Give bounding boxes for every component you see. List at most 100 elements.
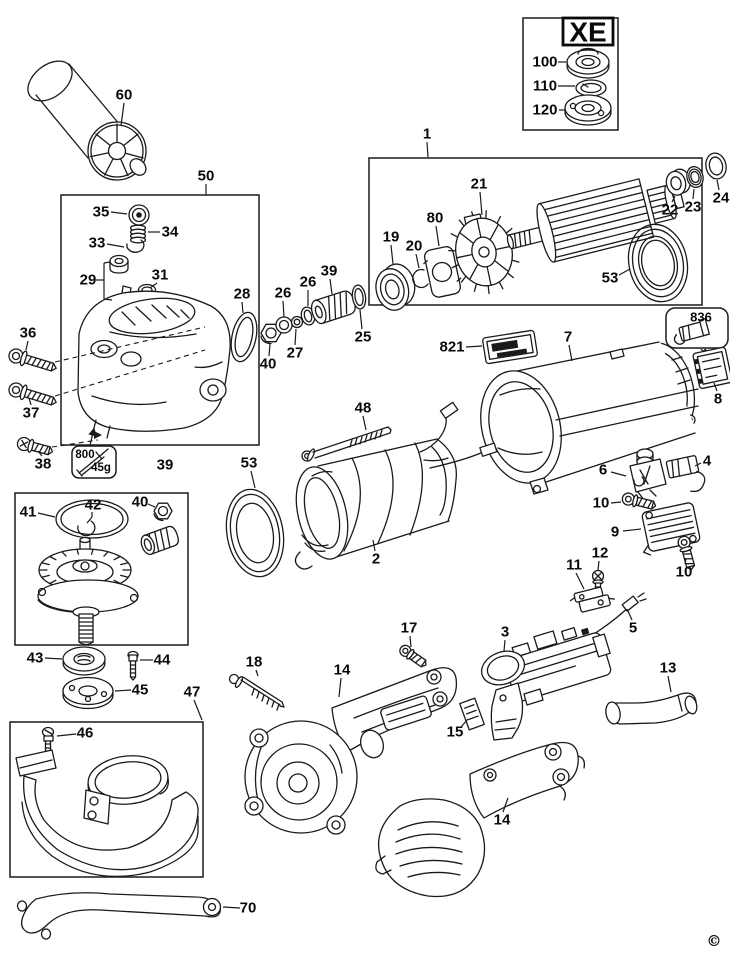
part-33-retaining-ring bbox=[126, 239, 145, 253]
inset-836-code: 836 bbox=[690, 310, 712, 325]
part-label-34: 34 bbox=[162, 224, 179, 241]
part-label-53: 53 bbox=[602, 270, 619, 287]
leader-line-43 bbox=[44, 657, 63, 660]
part-14-housing-lower bbox=[375, 741, 586, 898]
leader-line-25 bbox=[359, 309, 363, 330]
assembly-box-1 bbox=[368, 157, 703, 306]
part-11-cord-clamp bbox=[569, 586, 615, 613]
part-39-pinion bbox=[310, 290, 356, 325]
part-19-bearing bbox=[375, 263, 416, 311]
part-label-50: 50 bbox=[198, 168, 215, 185]
leader-line-17 bbox=[409, 635, 412, 648]
part-100-clamp-nut bbox=[566, 47, 610, 79]
part-25-retaining-ring bbox=[351, 284, 367, 310]
assembly-box-50 bbox=[60, 194, 260, 446]
leader-line-70 bbox=[222, 906, 241, 909]
part-label-4: 4 bbox=[703, 453, 712, 470]
part-label-120: 120 bbox=[532, 102, 557, 119]
part-40-nut-b bbox=[153, 502, 173, 522]
part-14-housing-upper bbox=[244, 667, 458, 835]
leader-line-26 bbox=[282, 300, 285, 318]
part-110-washer bbox=[575, 79, 607, 97]
leader-line-48 bbox=[362, 415, 367, 431]
part-label-47: 47 bbox=[184, 684, 201, 701]
leader-line-47 bbox=[193, 699, 203, 721]
part-threaded-insert bbox=[140, 525, 179, 556]
part-label-8: 8 bbox=[714, 391, 722, 408]
part-36-screw bbox=[8, 348, 57, 372]
leader-line-20 bbox=[415, 253, 420, 269]
part-label-48: 48 bbox=[355, 400, 372, 417]
part-label-6: 6 bbox=[599, 462, 607, 479]
part-21-fan bbox=[448, 210, 520, 295]
leader-line-46 bbox=[56, 733, 77, 737]
leader-line-36 bbox=[25, 340, 29, 351]
part-28-seal-ring bbox=[230, 311, 258, 363]
leader-line-12 bbox=[597, 560, 600, 571]
part-label-110: 110 bbox=[533, 78, 557, 95]
part-label-7: 7 bbox=[564, 329, 572, 346]
leader-line-13 bbox=[667, 675, 672, 693]
part-label-18: 18 bbox=[246, 654, 263, 671]
part-47-wheel-guard bbox=[15, 749, 199, 878]
leader-line-33 bbox=[106, 243, 125, 248]
part-gearcase-housing bbox=[77, 290, 231, 439]
part-3-switch-assembly bbox=[480, 627, 612, 741]
part-53-baffle-left bbox=[225, 488, 285, 578]
part-23-bearing bbox=[686, 165, 704, 189]
leader-line-7 bbox=[568, 344, 573, 362]
grease-code: 800 bbox=[75, 449, 94, 461]
part-label-53: 53 bbox=[241, 455, 258, 472]
alignment-dash-36 bbox=[54, 326, 206, 363]
part-22-bearing bbox=[665, 168, 691, 196]
part-label-39: 39 bbox=[321, 263, 338, 280]
part-label-21: 21 bbox=[471, 176, 488, 193]
part-label-13: 13 bbox=[660, 660, 677, 677]
part-label-42: 42 bbox=[85, 497, 102, 514]
leader-line-39 bbox=[329, 278, 333, 295]
part-label-24: 24 bbox=[713, 190, 730, 207]
leader-line-29 bbox=[103, 261, 111, 264]
grease-tube-icon bbox=[76, 448, 109, 477]
variant-code-label: XE bbox=[569, 17, 606, 48]
leader-line-31 bbox=[149, 282, 158, 289]
part-4-carbon-brush bbox=[665, 455, 706, 493]
leader-line-4 bbox=[694, 462, 702, 467]
leader-line-28 bbox=[241, 301, 244, 314]
part-label-26: 26 bbox=[275, 285, 292, 302]
leader-line-15 bbox=[460, 718, 469, 728]
part-44-screw bbox=[127, 650, 139, 681]
part-armature-rotor bbox=[506, 178, 685, 263]
part-label-12: 12 bbox=[592, 545, 609, 562]
part-label-22: 22 bbox=[662, 202, 679, 219]
part-label-25: 25 bbox=[355, 329, 372, 346]
part-13-cord-protector bbox=[605, 692, 698, 725]
part-45-outer-flange bbox=[62, 676, 114, 710]
part-label-43: 43 bbox=[27, 650, 44, 667]
part-70-pin-wrench bbox=[16, 892, 222, 940]
leader-line-5 bbox=[626, 608, 633, 621]
part-37-screw bbox=[8, 382, 57, 406]
leader-line-40 bbox=[147, 503, 156, 508]
grease-note-box bbox=[71, 445, 117, 479]
leader-line-2 bbox=[372, 539, 376, 552]
grease-pointer-icon bbox=[94, 431, 102, 439]
part-label-45: 45 bbox=[132, 682, 149, 699]
part-15-label bbox=[459, 697, 485, 731]
part-label-33: 33 bbox=[89, 235, 106, 252]
part-label-38: 38 bbox=[35, 456, 52, 473]
leader-line-24 bbox=[716, 179, 720, 191]
part-6-brush-holder bbox=[629, 448, 667, 501]
part-821-nameplate bbox=[482, 329, 538, 365]
part-2-field-stator bbox=[294, 438, 458, 570]
leader-line-11 bbox=[575, 572, 585, 590]
leader-line-53 bbox=[618, 268, 631, 276]
part-label-41: 41 bbox=[20, 504, 37, 521]
leader-line-60 bbox=[120, 102, 125, 127]
part-label-1: 1 bbox=[423, 126, 431, 143]
part-41-gasket bbox=[55, 499, 129, 539]
part-35-bearing bbox=[128, 204, 150, 226]
leader-line-38 bbox=[37, 450, 43, 457]
part-8-module bbox=[692, 346, 730, 390]
